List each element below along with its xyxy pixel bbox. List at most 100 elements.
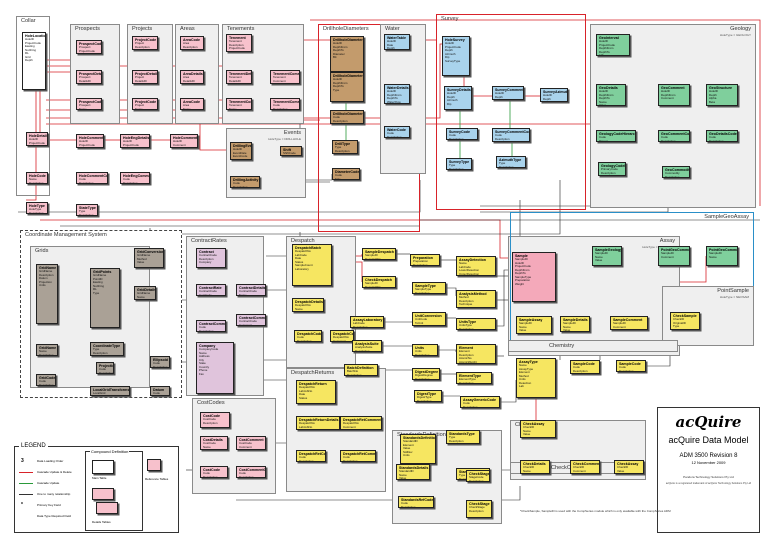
table-field: Comment bbox=[333, 338, 346, 342]
table-name: DespatchReturnDetails bbox=[299, 418, 339, 422]
table-field: Name bbox=[29, 145, 37, 146]
table-field: ToUnit bbox=[415, 320, 424, 325]
table-field: ProjectCode bbox=[79, 142, 95, 147]
table-field: Value bbox=[617, 468, 625, 473]
group-subtitle-pointsample: HoleType = NEOSAM bbox=[719, 295, 749, 299]
table-field: Code bbox=[619, 365, 626, 370]
table-field: DespatchNo bbox=[365, 284, 381, 288]
table-field: DepthFrom bbox=[599, 92, 614, 97]
table-field: Description bbox=[469, 508, 484, 513]
table-name: DespatchReturn bbox=[299, 382, 327, 386]
table-field: DespatchNo bbox=[295, 249, 311, 254]
table-field: Fax bbox=[199, 371, 204, 376]
table-field: Description bbox=[573, 368, 588, 373]
table-field: DespatchNo bbox=[343, 421, 359, 426]
table-field: Project bbox=[135, 103, 144, 108]
table-field: Code bbox=[661, 135, 668, 140]
table-field: Description bbox=[239, 474, 254, 478]
table-field: SampleID bbox=[515, 257, 528, 262]
table-field: Comment bbox=[79, 147, 92, 148]
table-name: GeoDetailsCode bbox=[709, 132, 737, 136]
table-name: AzimuthType bbox=[499, 158, 522, 162]
table-point-geo-comment: PointGeoCommentSampleIDName bbox=[706, 246, 738, 266]
table-field: Laboratory bbox=[295, 266, 309, 271]
group-title-despatch: Despatch bbox=[291, 238, 315, 244]
table-field: EventCode bbox=[233, 154, 248, 159]
table-name: TenementCommentCode bbox=[273, 100, 299, 104]
table-unit-conversion: UnitConversionUnitCodeToUnitFactor bbox=[412, 312, 446, 326]
table-field: Project bbox=[135, 41, 144, 46]
table-field: Description bbox=[449, 166, 464, 170]
table-field: Description bbox=[415, 376, 430, 380]
table-field: Type bbox=[449, 163, 456, 168]
table-field: Description bbox=[79, 180, 94, 184]
table-prospect-code: ProspectCodeProspectProjectCodeDescripti… bbox=[76, 40, 102, 54]
table-name: SampleDespatch bbox=[365, 250, 394, 254]
table-field: ProjectCode bbox=[445, 44, 461, 49]
table-field: Holder bbox=[229, 49, 238, 52]
table-hole-comment-code: HoleCommentCodeCodeDescription bbox=[76, 172, 108, 184]
table-field: Code bbox=[39, 379, 46, 384]
table-name: Ellipsoid bbox=[153, 358, 168, 362]
table-field: Type bbox=[335, 145, 342, 150]
table-name: ProjectCode bbox=[135, 100, 157, 104]
table-name: GridName bbox=[39, 266, 57, 270]
table-field: ContractCode bbox=[239, 319, 257, 324]
table-field: CheckStage bbox=[469, 505, 485, 510]
table-drilling-event: DrillingEventHoleIDEventDateEventCodeDep… bbox=[230, 142, 252, 160]
table-field: Name bbox=[709, 254, 717, 259]
table-name: AreaCode bbox=[183, 38, 200, 42]
table-field: SampleID bbox=[595, 251, 608, 256]
compound-title: Compound Definition bbox=[90, 449, 130, 454]
table-field: Type bbox=[93, 290, 100, 295]
table-field: DespatchNo bbox=[333, 335, 349, 340]
legend-label: Cascade Update & Delete bbox=[37, 470, 72, 474]
table-field: Name bbox=[239, 292, 247, 296]
table-field: Name bbox=[459, 261, 467, 266]
table-name: Element bbox=[459, 346, 473, 350]
table-field: HoleID bbox=[495, 91, 504, 96]
table-field: DigestDegree bbox=[415, 373, 433, 378]
table-name: WaterDetails bbox=[387, 86, 409, 90]
table-name: GridCode bbox=[39, 376, 56, 380]
table-field: SampleType bbox=[515, 274, 532, 279]
table-field: Description bbox=[153, 364, 168, 368]
table-name: ElementType bbox=[459, 374, 482, 378]
table-area-code: AreaCodeAreaDescriptionProjectCode bbox=[180, 36, 204, 50]
table-field: Code bbox=[297, 335, 304, 340]
table-name: CheckSample bbox=[673, 314, 697, 318]
group-title-coord: Coordinate Management System bbox=[25, 232, 107, 238]
table-field: Type bbox=[79, 209, 86, 214]
table-field: Code bbox=[599, 135, 606, 140]
cascade-delete-link bbox=[26, 90, 37, 201]
table-name: GridDetails bbox=[137, 288, 156, 292]
table-field: Code bbox=[273, 103, 280, 108]
table-name: ProjectCode bbox=[135, 38, 157, 42]
group-title-projects: Projects bbox=[132, 26, 153, 32]
table-field: Description bbox=[463, 404, 478, 408]
table-name: ProspectCode bbox=[79, 42, 102, 46]
table-name: BatchDefinition bbox=[347, 366, 374, 370]
table-tenement-comment-code: TenementCommentCodeCodeDescription bbox=[270, 98, 300, 110]
table-name: HoleEngDetails bbox=[123, 136, 150, 140]
table-name: GeoComment bbox=[661, 86, 685, 90]
